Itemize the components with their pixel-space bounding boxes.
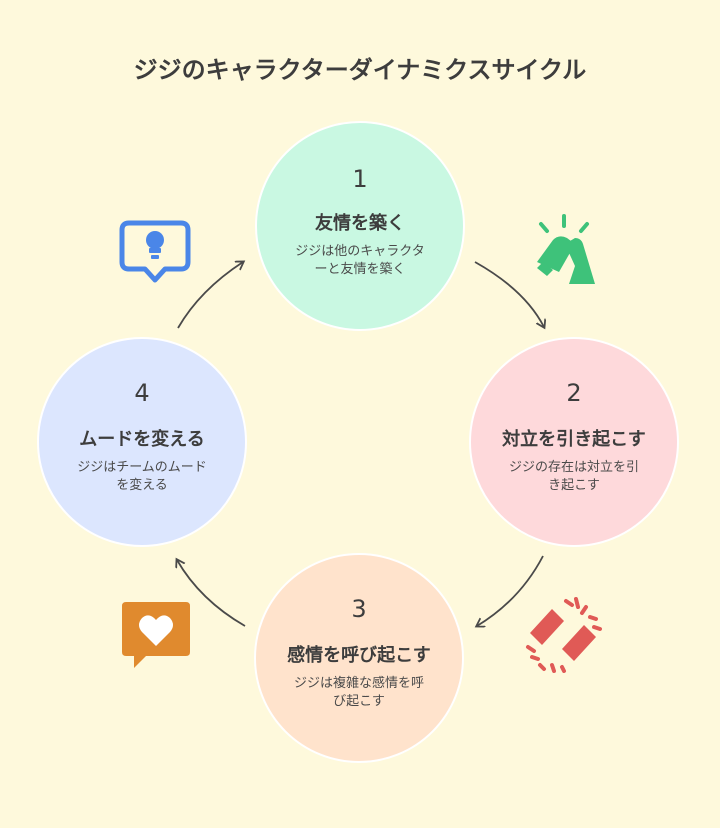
stage-2-number: 2 [566,379,582,407]
arrow-1-to-2 [474,261,544,327]
lightbulb-chat-icon [119,220,191,283]
stage-4-desc-line-2: を変える [116,478,168,493]
handshake-icon [537,214,595,284]
stage-3-circle: 3 感情を呼び起こす ジジは複雑な感情を呼 び起こす [254,553,464,763]
arrow-2-to-3 [477,555,544,626]
stage-3-number: 3 [351,595,367,623]
stage-4-number: 4 [134,379,150,407]
stage-2-desc-line-1: ジジの存在は対立を引 [508,460,639,475]
stage-2-title: 対立を引き起こす [502,429,646,450]
stage-1-number: 1 [352,165,368,193]
stage-2-desc-line-2: き起こす [548,478,600,493]
stage-4-circle: 4 ムードを変える ジジはチームのムード を変える [37,337,247,547]
stage-1-circle: 1 友情を築く ジジは他のキャラクタ ーと友情を築く [255,121,465,331]
stage-3-title: 感情を呼び起こす [287,645,431,666]
arrow-4-to-1 [177,262,243,329]
stage-2-circle: 2 対立を引き起こす ジジの存在は対立を引 き起こす [469,337,679,547]
stage-4-desc-line-1: ジジはチームのムード [77,460,207,475]
diagram-title: ジジのキャラクターダイナミクスサイクル [133,56,587,84]
stage-3-desc-line-1: ジジは複雑な感情を呼 [293,676,424,691]
stage-1-title: 友情を築く [315,213,405,234]
heart-chat-icon [122,602,190,668]
stage-4-title: ムードを変える [79,429,205,450]
arrow-3-to-4 [177,560,246,627]
stage-1-desc-line-1: ジジは他のキャラクタ [295,244,425,259]
conflict-icon [526,597,602,673]
stage-3-desc-line-2: び起こす [333,694,385,709]
stage-1-desc-line-2: ーと友情を築く [314,262,406,277]
